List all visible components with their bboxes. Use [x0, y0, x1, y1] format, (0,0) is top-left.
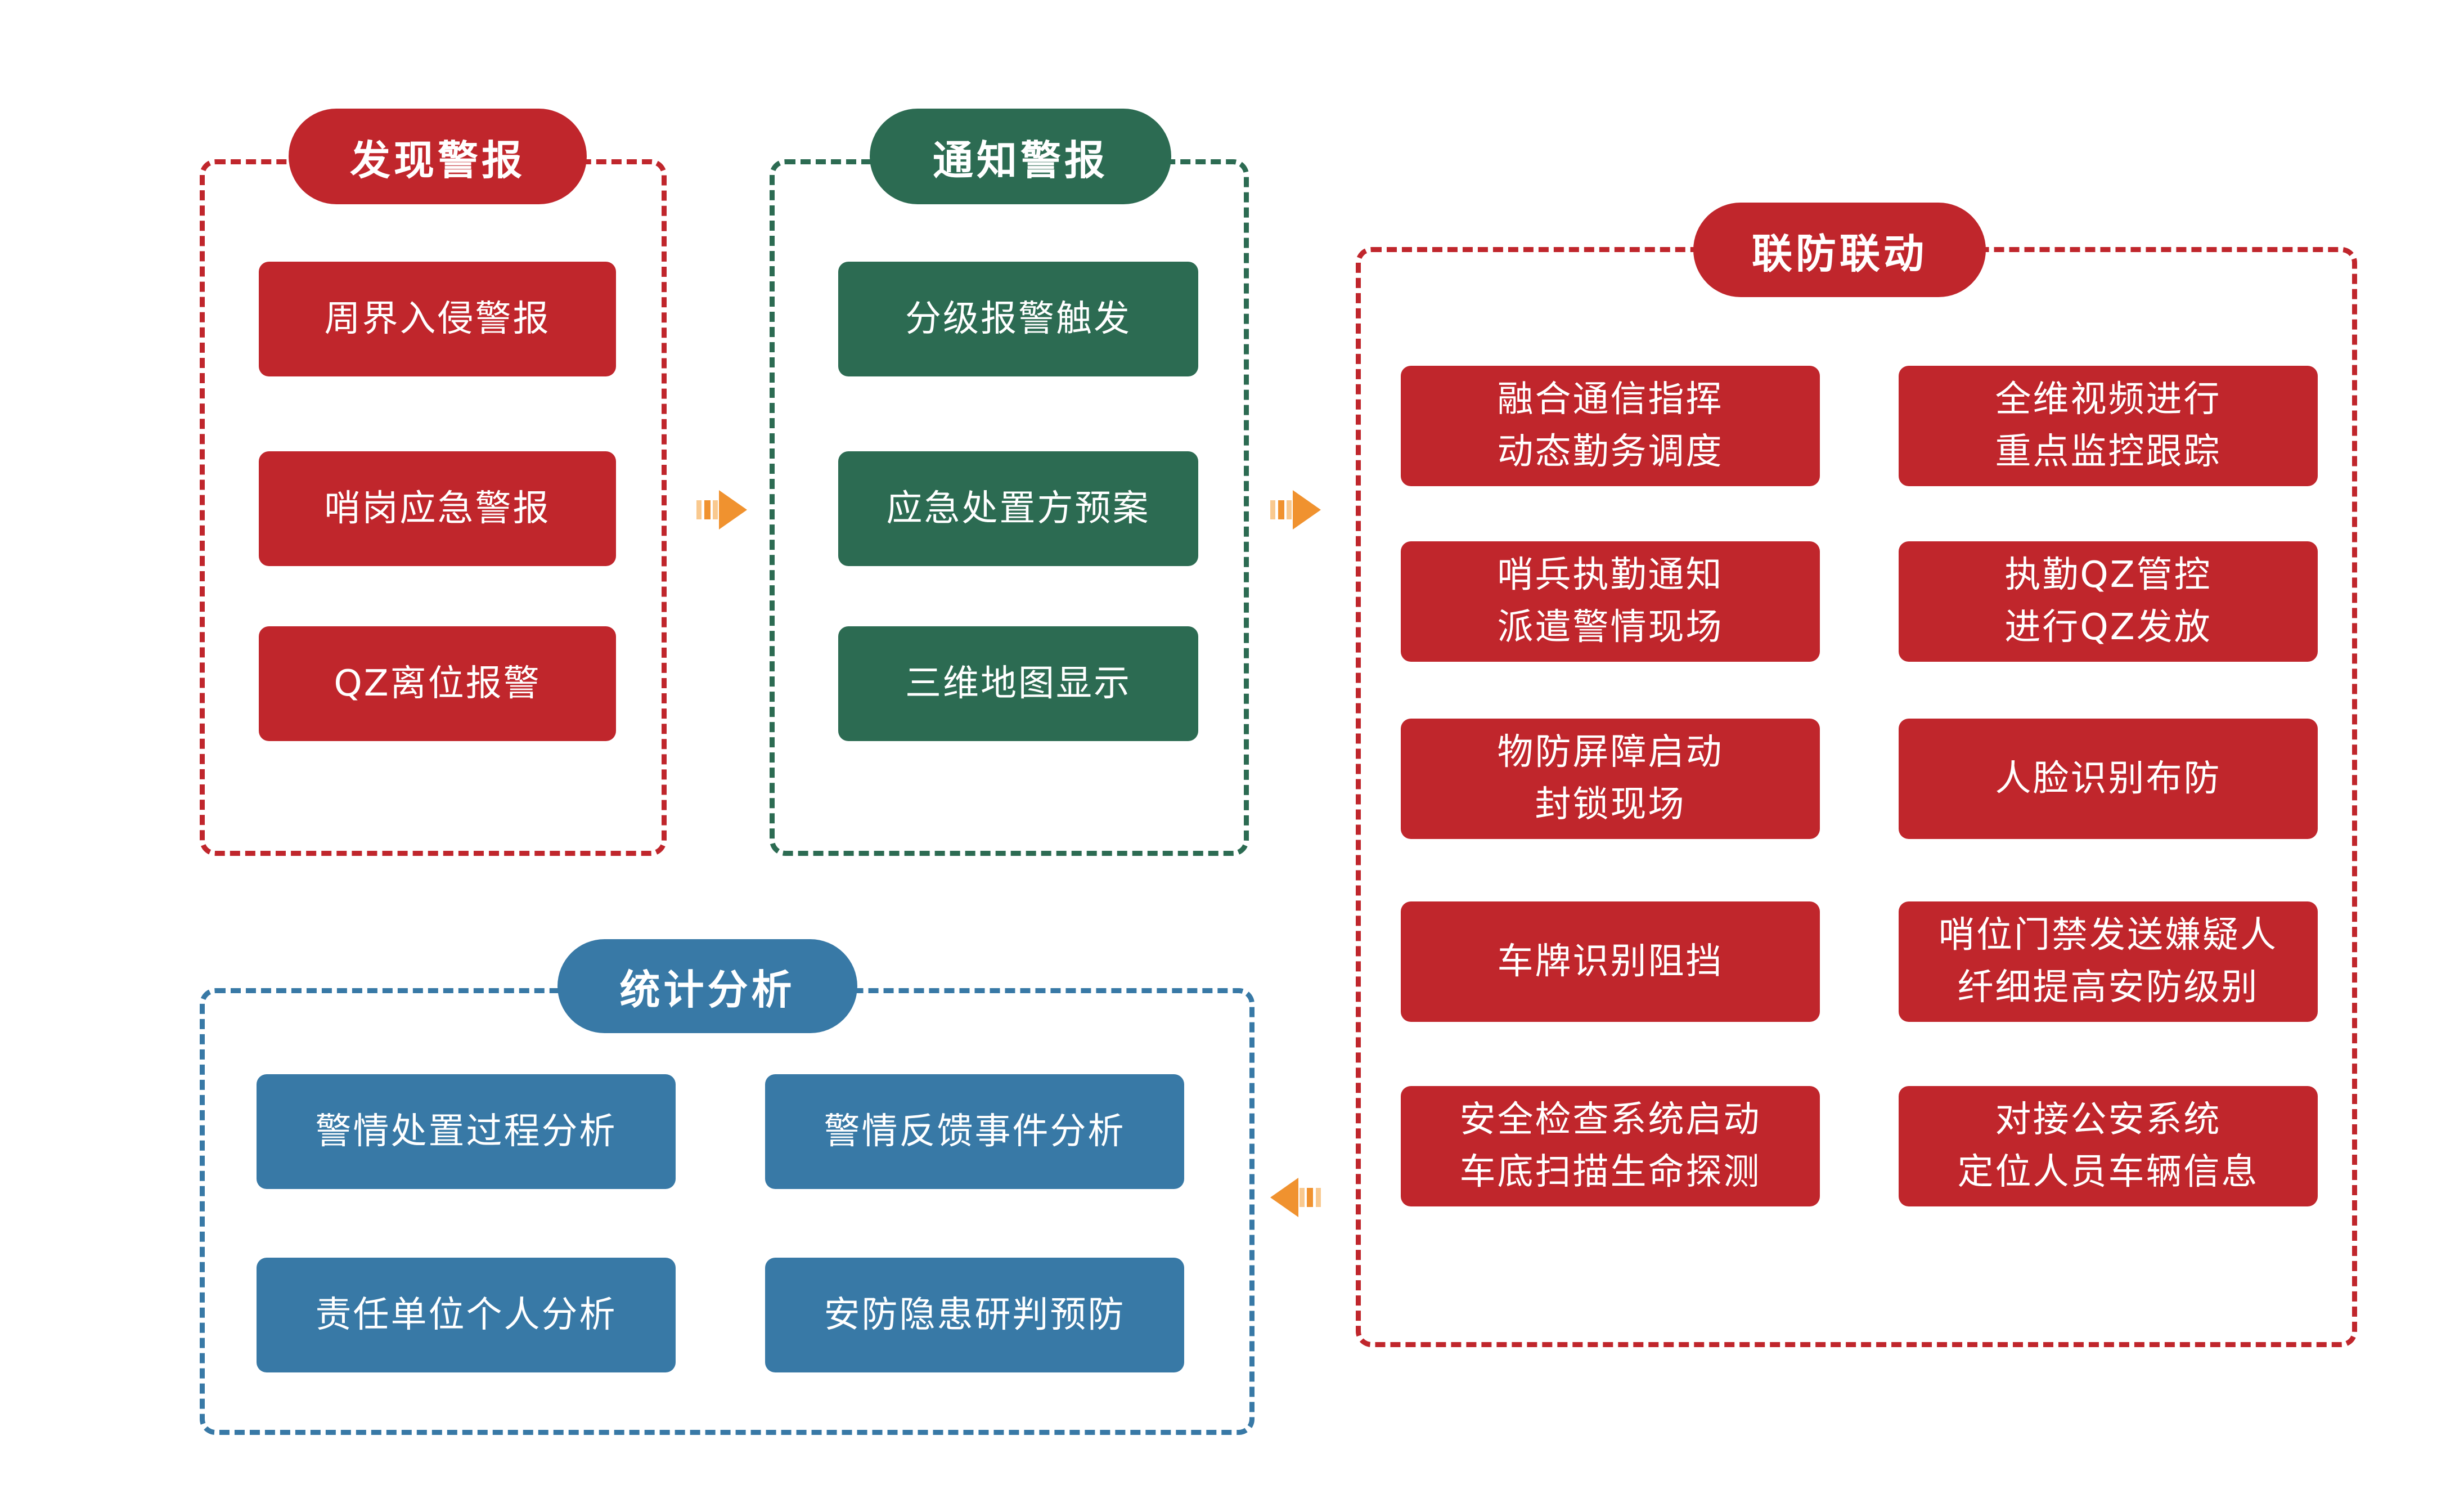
node-police-system-locate-info: 对接公安系统 定位人员车辆信息	[1899, 1086, 2318, 1206]
node-gate-suspect-alert-level: 哨位门禁发送嫌疑人 纤细提高安防级别	[1899, 901, 2318, 1022]
node-responsible-unit-individual-analysis: 责任单位个人分析	[257, 1258, 676, 1372]
node-hidden-danger-prediction-prevention: 安防隐患研判预防	[765, 1258, 1184, 1372]
node-physical-barrier-lockdown: 物防屏障启动 封锁现场	[1401, 719, 1820, 839]
node-qz-off-position-alarm: QZ离位报警	[259, 626, 616, 741]
arrow-discover-to-notify-icon	[696, 487, 748, 532]
node-graded-alarm-trigger: 分级报警触发	[838, 262, 1198, 376]
node-perimeter-intrusion-alarm: 周界入侵警报	[259, 262, 616, 376]
panel-discover-alarm-title-pill: 发现警报	[289, 109, 587, 204]
arrow-joint-to-stats-icon	[1269, 1175, 1321, 1220]
node-duty-qz-control-issue: 执勤QZ管控 进行QZ发放	[1899, 541, 2318, 662]
panel-statistical-analysis-title-pill: 统计分析	[557, 939, 857, 1033]
node-3d-map-display: 三维地图显示	[838, 626, 1198, 741]
node-converged-comm-command-dispatch: 融合通信指挥 动态勤务调度	[1401, 366, 1820, 486]
node-plate-recognition-block: 车牌识别阻挡	[1401, 901, 1820, 1022]
panel-notify-alarm-title-pill: 通知警报	[870, 109, 1171, 204]
node-alarm-handling-process-analysis: 警情处置过程分析	[257, 1074, 676, 1189]
node-emergency-response-plan: 应急处置方预案	[838, 451, 1198, 566]
node-sentry-post-emergency-alarm: 哨岗应急警报	[259, 451, 616, 566]
panel-joint-defense-title-pill: 联防联动	[1693, 203, 1986, 297]
node-panoramic-video-key-tracking: 全维视频进行 重点监控跟踪	[1899, 366, 2318, 486]
arrow-notify-to-joint-icon	[1270, 487, 1322, 532]
node-alarm-feedback-event-analysis: 警情反馈事件分析	[765, 1074, 1184, 1189]
node-sentry-duty-notify-dispatch: 哨兵执勤通知 派遣警情现场	[1401, 541, 1820, 662]
node-face-recognition-deployment: 人脸识别布防	[1899, 719, 2318, 839]
node-security-check-under-vehicle-scan: 安全检查系统启动 车底扫描生命探测	[1401, 1086, 1820, 1206]
